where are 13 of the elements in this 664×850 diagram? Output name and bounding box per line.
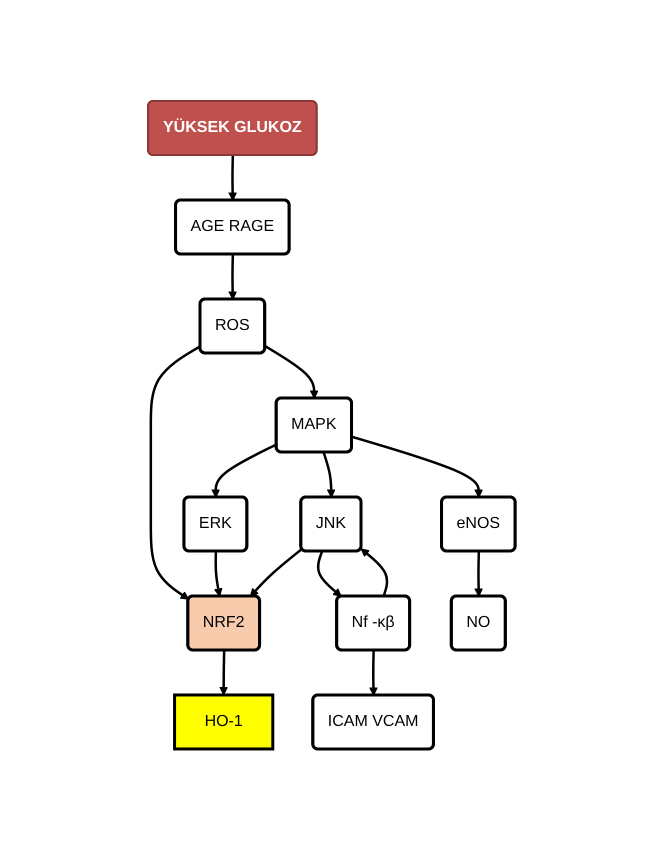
arrow xyxy=(361,548,389,597)
arrow xyxy=(228,155,238,201)
arrow xyxy=(352,436,484,498)
arrow xyxy=(220,650,229,696)
arrow xyxy=(322,452,336,498)
arrow xyxy=(228,254,238,300)
arrow xyxy=(370,650,378,696)
node-box: HO-1 xyxy=(174,693,275,750)
arrow xyxy=(474,551,484,597)
arrow xyxy=(264,345,319,399)
arrow xyxy=(250,548,304,597)
arrow xyxy=(214,551,223,597)
arrow xyxy=(317,551,342,597)
